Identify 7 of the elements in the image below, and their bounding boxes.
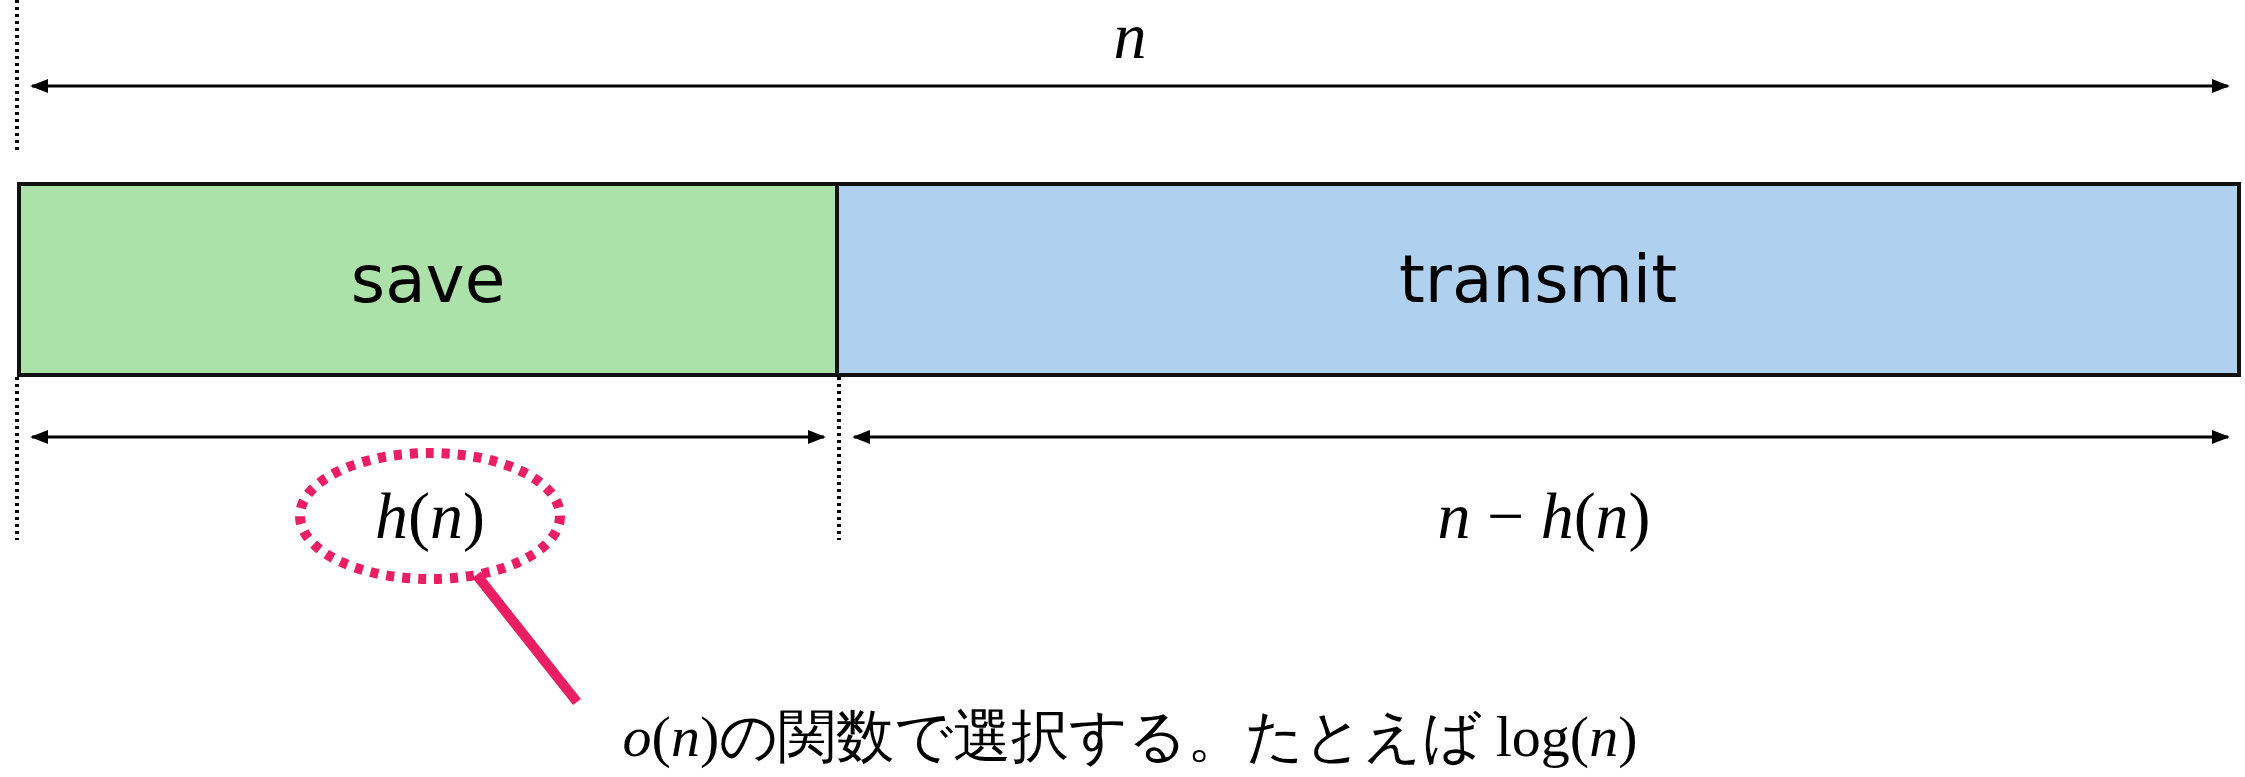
transmit-segment: transmit	[839, 182, 2241, 377]
leader-line	[472, 571, 581, 706]
dimension-label: n	[1113, 0, 1147, 74]
save-segment: save	[17, 182, 839, 377]
note-text: o(n)の関数で選択する。たとえば log(n)	[622, 703, 1638, 771]
dimension-label: n − h(n)	[1437, 478, 1651, 554]
formula-text: h(n)	[375, 478, 485, 554]
